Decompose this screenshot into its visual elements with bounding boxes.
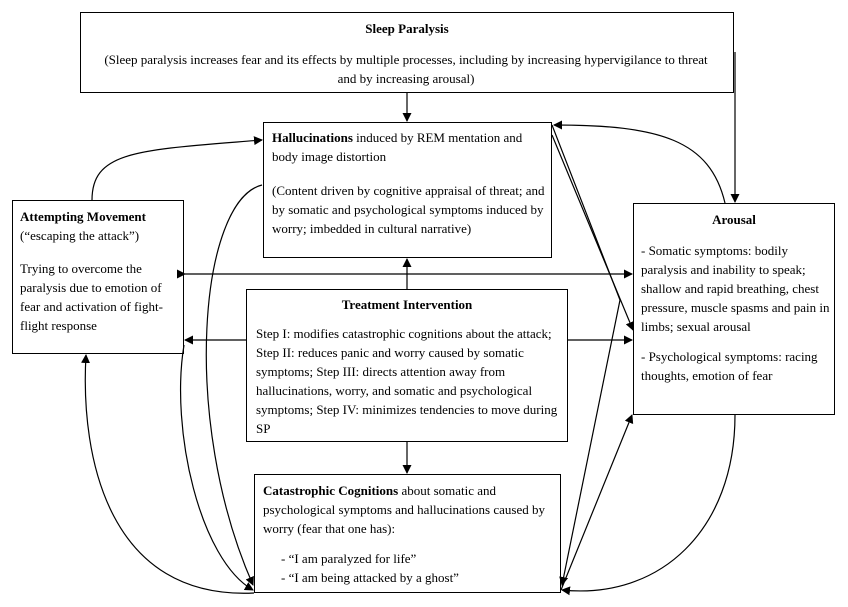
arrow-arousal-to-catastrophic xyxy=(561,414,736,596)
catastrophic-cognitions-title-rest: about somatic and psychological symptoms… xyxy=(263,483,545,536)
treatment-intervention-text: Step I: modifies catastrophic cognitions… xyxy=(256,326,558,436)
arrow-movement-to-catastrophic xyxy=(179,344,254,591)
treatment-intervention-box: Treatment Intervention Step I: modifies … xyxy=(246,289,568,442)
arousal-box: Arousal - Somatic symptoms: bodily paral… xyxy=(633,203,835,415)
catastrophic-cognitions-box: Catastrophic Cognitions about somatic an… xyxy=(254,474,561,593)
sleep-paralysis-box: Sleep Paralysis (Sleep paralysis increas… xyxy=(80,12,734,93)
attempting-movement-text: Trying to overcome the paralysis due to … xyxy=(20,261,163,333)
sleep-paralysis-text: (Sleep paralysis increases fear and its … xyxy=(104,52,708,86)
arrow-movement-to-hallucinations xyxy=(91,136,263,201)
arousal-title: Arousal xyxy=(712,212,756,227)
arrow-catastrophic-to-arousal xyxy=(560,414,634,591)
hallucinations-heading: Hallucinations induced by REM mentation … xyxy=(272,128,544,166)
hallucinations-title: Hallucinations xyxy=(272,130,353,145)
catastrophic-cognition-item-1: - “I am paralyzed for life” xyxy=(281,551,417,566)
catastrophic-cognitions-heading: Catastrophic Cognitions about somatic an… xyxy=(263,481,553,538)
treatment-intervention-title: Treatment Intervention xyxy=(341,297,473,312)
catastrophic-cognitions-title: Catastrophic Cognitions xyxy=(263,483,399,498)
hallucinations-box: Hallucinations induced by REM mentation … xyxy=(263,122,552,258)
arousal-psychological-text: - Psychological symptoms: racing thought… xyxy=(641,349,818,383)
arrow-arousal-to-hallucinations xyxy=(553,120,726,204)
attempting-movement-subtitle: (“escaping the attack”) xyxy=(20,228,140,243)
hallucinations-title-rest: induced by REM mentation and body image … xyxy=(272,130,523,164)
arousal-somatic-text: - Somatic symptoms: bodily paralysis and… xyxy=(641,243,830,334)
sleep-paralysis-title: Sleep Paralysis xyxy=(365,21,449,36)
catastrophic-cognition-item-2: - “I am being attacked by a ghost” xyxy=(281,570,459,585)
attempting-movement-title: Attempting Movement xyxy=(20,209,146,224)
hallucinations-text: (Content driven by cognitive appraisal o… xyxy=(272,183,545,236)
arrow-catastrophic-to-movement xyxy=(81,354,255,594)
attempting-movement-box: Attempting Movement (“escaping the attac… xyxy=(12,200,184,354)
